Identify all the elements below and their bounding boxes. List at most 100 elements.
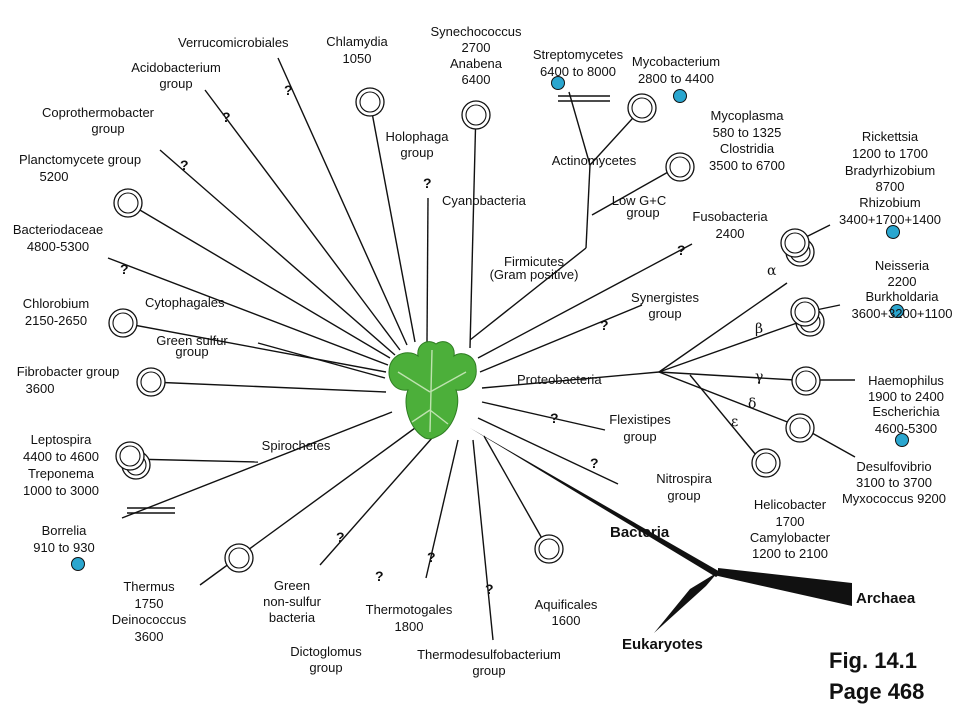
label-burkholdaria-size: 3600+3200+1100 [852, 306, 953, 321]
planctomycete-circle [113, 188, 143, 218]
label-mycobacterium: Mycobacterium [632, 54, 720, 69]
label-deinococcus: Deinococcus [112, 612, 187, 627]
label-cytophagales: Cytophagales [145, 295, 225, 310]
label-myxococcus: Myxococcus 9200 [842, 491, 946, 506]
label-synergistes: Synergistes [631, 290, 699, 305]
borrelia-dot [71, 557, 85, 571]
label-green-sulfur-group: group [175, 344, 208, 359]
label-lowgc: Low G+C [612, 193, 667, 208]
label-synechococcus: Synechococcus [430, 24, 522, 39]
label-actinomycetes: Actinomycetes [552, 153, 637, 168]
escherichia-dot [895, 433, 909, 447]
label-holophaga: Holophaga [386, 129, 450, 144]
rickettsia-circle [780, 228, 810, 258]
label-clostridia-size: 3500 to 6700 [709, 158, 785, 173]
label-streptomycetes: Streptomycetes [533, 47, 624, 62]
label-mycoplasma-size: 580 to 1325 [713, 125, 782, 140]
escherichia-circle [785, 413, 815, 443]
label-desulfovibrio: Desulfovibrio [856, 459, 931, 474]
question-fusobacteria: ? [677, 242, 686, 258]
label-neisseria-size: 2200 [888, 274, 917, 289]
label-thermus: Thermus [123, 579, 175, 594]
label-lowgc-group: group [626, 205, 659, 220]
label-anabena: Anabena [450, 56, 503, 71]
question-flexistipes: ? [550, 410, 559, 426]
blue-dots [71, 76, 909, 571]
label-bacteriodaceae-size: 4800-5300 [27, 239, 89, 254]
label-aquificales-size: 1600 [552, 613, 581, 628]
cyanobacteria-circle [461, 100, 491, 130]
genome-circles [108, 87, 825, 573]
label-thermodesulfobacterium: Thermodesulfobacterium [417, 647, 561, 662]
label-proteobacteria: Proteobacteria [517, 372, 602, 387]
label-green-nonsulfur-2: non-sulfur [263, 594, 321, 609]
question-verrucomicrobiales: ? [284, 82, 293, 98]
label-alpha: α [767, 263, 777, 279]
label-leptospira-size: 4400 to 4600 [23, 449, 99, 464]
thermus-circle [224, 543, 254, 573]
label-coprothermobacter: Coprothermobacter [42, 105, 155, 120]
domain-labels: Bacteria Archaea Eukaryotes [610, 524, 916, 653]
label-chlamydia-size: 1050 [343, 51, 372, 66]
rhizobium-dot [886, 225, 900, 239]
label-anabena-size: 6400 [462, 72, 491, 87]
question-marks: ? ? ? ? ? ? ? ? ? ? ? ? ? [120, 82, 686, 597]
figure-number: Fig. 14.1 [829, 648, 917, 673]
label-green-nonsulfur: Green [274, 578, 310, 593]
label-synechococcus-size: 2700 [462, 40, 491, 55]
label-flexistipes-group: group [623, 429, 656, 444]
label-streptomycetes-size: 6400 to 8000 [540, 64, 616, 79]
label-deinococcus-size: 3600 [135, 629, 164, 644]
label-escherichia: Escherichia [872, 404, 940, 419]
label-helicobacter: Helicobacter [754, 497, 827, 512]
domain-branches [470, 428, 852, 633]
break-markers [127, 95, 610, 514]
label-archaea: Archaea [856, 590, 916, 607]
label-haemophilus-size: 1900 to 2400 [868, 389, 944, 404]
label-rhizobium: Rhizobium [859, 195, 920, 210]
label-thermus-size: 1750 [135, 596, 164, 611]
label-neisseria: Neisseria [875, 258, 930, 273]
label-thermodesulfobacterium-group: group [472, 663, 505, 678]
question-nitrospira: ? [590, 455, 599, 471]
label-chlamydia: Chlamydia [326, 34, 388, 49]
label-bradyrhizobium-size: 8700 [876, 179, 905, 194]
burkholdaria-dot [890, 304, 904, 318]
label-camylobacter: Camylobacter [750, 530, 831, 545]
label-chlorobium-size: 2150-2650 [25, 313, 87, 328]
chlamydia-circle [355, 87, 385, 117]
label-treponema-size: 1000 to 3000 [23, 483, 99, 498]
label-burkholdaria: Burkholdaria [866, 289, 940, 304]
label-haemophilus: Haemophilus [868, 373, 944, 388]
label-bradyrhizobium: Bradyrhizobium [845, 163, 935, 178]
label-firmicutes: Firmicutes [504, 254, 564, 269]
question-bacteriodaceae: ? [120, 261, 129, 277]
label-fusobacteria-size: 2400 [716, 226, 745, 241]
helicobacter-circle [751, 448, 781, 478]
label-nitrospira: Nitrospira [656, 471, 712, 486]
label-clostridia: Clostridia [720, 141, 775, 156]
label-verrucomicrobiales: Verrucomicrobiales [178, 35, 289, 50]
label-aquificales: Aquificales [535, 597, 598, 612]
proteobacteria-subdivisions: α β γ δ ε [731, 263, 777, 430]
label-bacteria: Bacteria [610, 524, 670, 541]
label-epsilon: ε [731, 414, 738, 430]
label-borrelia: Borrelia [42, 523, 88, 538]
label-thermotogales: Thermotogales [366, 602, 453, 617]
fibrobacter-circle [136, 367, 166, 397]
label-treponema: Treponema [28, 466, 95, 481]
label-nitrospira-group: group [667, 488, 700, 503]
label-acidobacterium: Acidobacterium [131, 60, 221, 75]
label-dictoglomus: Dictoglomus [290, 644, 362, 659]
label-cyanobacteria: Cyanobacteria [442, 193, 527, 208]
figure-caption: Fig. 14.1 Page 468 [829, 648, 924, 704]
label-desulfovibrio-size: 3100 to 3700 [856, 475, 932, 490]
question-holophaga: ? [423, 175, 432, 191]
label-fibrobacter: Fibrobacter group [17, 364, 120, 379]
label-mycobacterium-size: 2800 to 4400 [638, 71, 714, 86]
label-mycoplasma: Mycoplasma [711, 108, 785, 123]
fig-leaf-icon [388, 341, 477, 440]
leptospira-circle [115, 441, 145, 471]
label-gram-positive: (Gram positive) [490, 267, 579, 282]
